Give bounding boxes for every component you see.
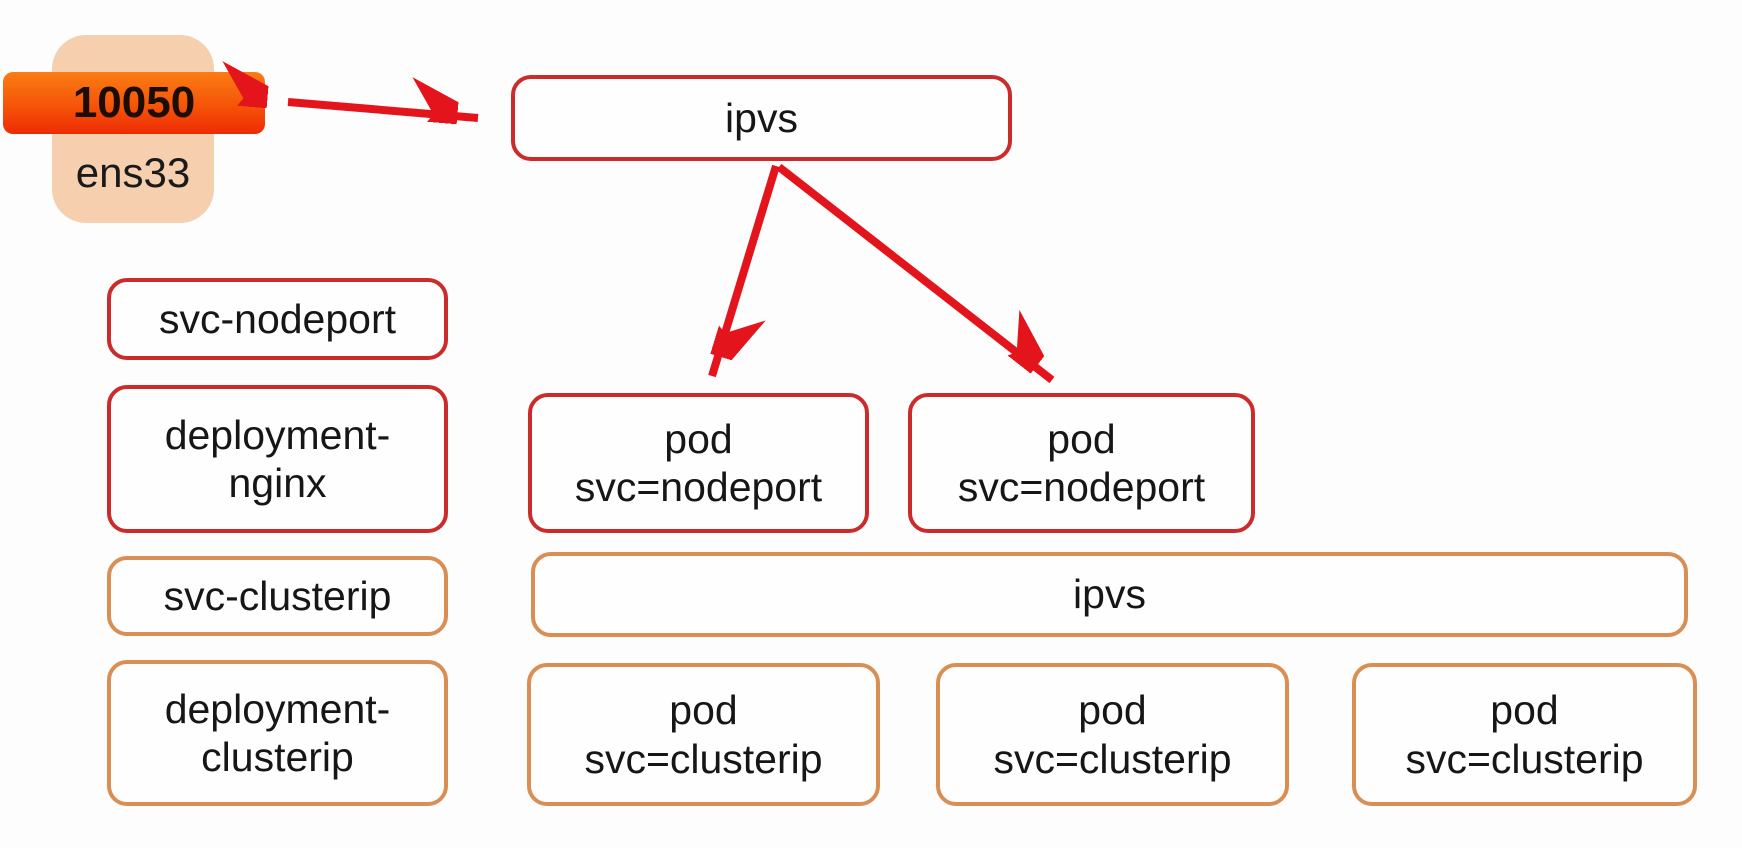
deployment-nginx-label-line2: nginx [228, 460, 327, 506]
svc-clusterip-box: svc-clusterip [107, 556, 448, 636]
pod-clusterip-box-2: pod svc=clusterip [936, 663, 1289, 806]
ipvs-clusterip-box: ipvs [531, 552, 1688, 637]
pod-clusterip-2-label-line1: pod [1078, 687, 1147, 734]
pod-clusterip-box-1: pod svc=clusterip [527, 663, 880, 806]
pod-clusterip-3-label-line2: svc=clusterip [1405, 735, 1644, 782]
interface-name-label: ens33 [75, 149, 191, 196]
ipvs-clusterip-label: ipvs [1073, 571, 1146, 618]
pod-nodeport-1-label-line1: pod [664, 415, 733, 462]
pod-clusterip-box-3: pod svc=clusterip [1352, 663, 1697, 806]
arrow-ipvs-to-nodeport-pod-1 [708, 164, 780, 378]
deployment-clusterip-label-line2: clusterip [201, 734, 354, 780]
pod-clusterip-1-label-line2: svc=clusterip [584, 735, 823, 782]
ipvs-nodeport-label: ipvs [725, 94, 798, 141]
pod-nodeport-1-label-line2: svc=nodeport [574, 464, 823, 510]
svc-clusterip-label: svc-clusterip [163, 572, 392, 619]
ipvs-nodeport-box: ipvs [511, 75, 1012, 161]
pod-nodeport-2-label-line2: svc=nodeport [957, 464, 1206, 510]
deployment-nginx-label-line1: deployment- [164, 411, 391, 458]
pod-nodeport-2-label-line1: pod [1047, 415, 1116, 462]
deployment-clusterip-box: deployment- clusterip [107, 660, 448, 806]
pod-nodeport-box-1: pod svc=nodeport [528, 393, 869, 533]
port-number-label: 10050 [72, 78, 196, 127]
pod-clusterip-1-label-line1: pod [669, 687, 738, 734]
pod-nodeport-box-2: pod svc=nodeport [908, 393, 1255, 533]
pod-clusterip-2-label-line2: svc=clusterip [993, 735, 1232, 782]
node-port-badge: 10050 [3, 72, 265, 134]
svc-nodeport-label: svc-nodeport [158, 295, 396, 342]
deployment-clusterip-label-line1: deployment- [164, 685, 391, 732]
arrow-ipvs-to-nodeport-pod-2 [776, 163, 1052, 384]
deployment-nginx-box: deployment- nginx [107, 385, 448, 533]
pod-clusterip-3-label-line1: pod [1490, 687, 1559, 734]
svc-nodeport-box: svc-nodeport [107, 278, 448, 360]
bidirectional-arrow-port-ipvs [288, 102, 479, 118]
